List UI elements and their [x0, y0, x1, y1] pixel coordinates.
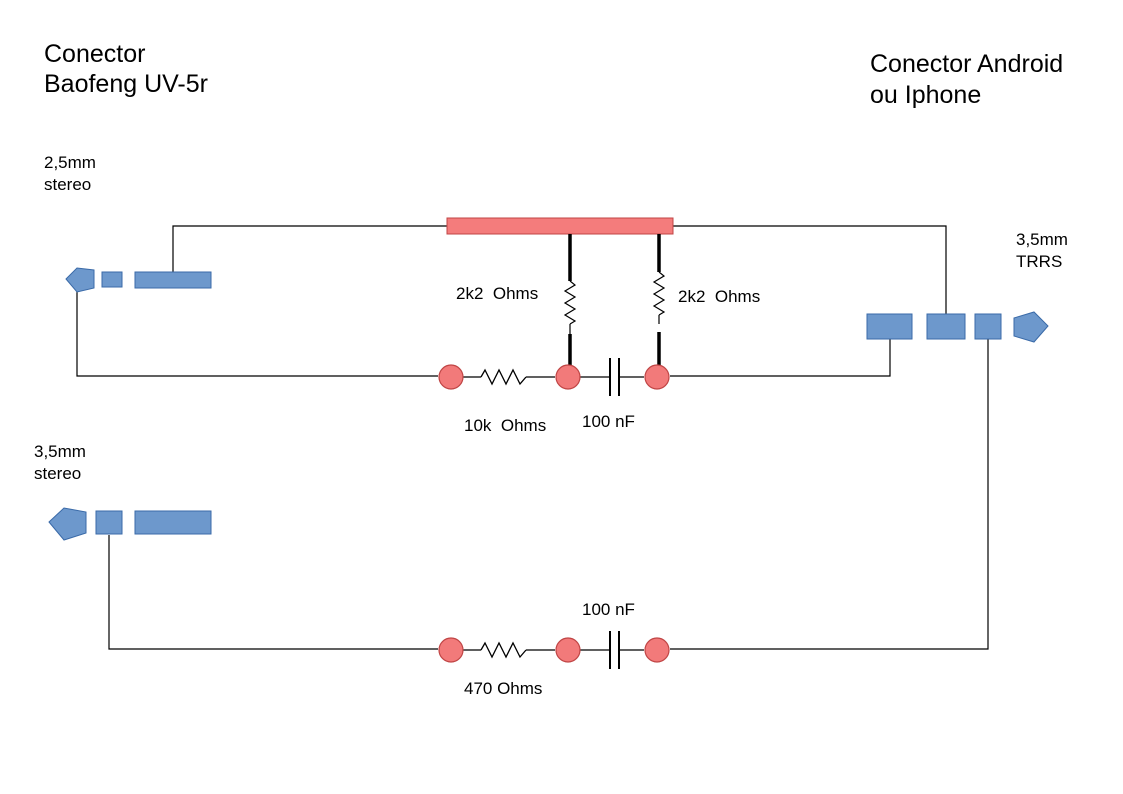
plug-35-ring — [95, 510, 123, 535]
resistor-470-label: 470 Ohms — [464, 679, 543, 698]
node-10k-left — [438, 364, 464, 390]
wire-bottom-cap-to-trrs — [670, 339, 989, 650]
plug-35mm-stereo — [48, 507, 212, 541]
capacitor-bottom — [609, 631, 620, 669]
resistor-2k2-left — [563, 234, 577, 366]
trrs-sleeve — [866, 313, 913, 340]
plug-35-tip — [48, 507, 87, 541]
plug-35-sleeve — [134, 510, 212, 535]
wires — [76, 225, 989, 651]
plug-35-label-line1: 3,5mm — [34, 442, 86, 461]
trrs-tip — [1013, 311, 1049, 343]
node-10k-right — [555, 364, 581, 390]
wire-tip-to-10k — [76, 289, 438, 377]
node-470-left — [438, 637, 464, 663]
plug-35-label-line2: stereo — [34, 464, 82, 483]
resistor-2k2-right — [652, 234, 666, 366]
resistor-2k2-left-label: 2k2 Ohms — [456, 284, 539, 303]
trrs-ring2 — [926, 313, 966, 340]
right-connector-title-line2: ou Iphone — [870, 81, 982, 109]
resistor-10k — [480, 368, 527, 386]
resistor-470 — [480, 641, 527, 659]
plug-25-label-line1: 2,5mm — [44, 153, 96, 172]
wire-top-right — [673, 225, 947, 314]
resistor-2k2-right-label: 2k2 Ohms — [678, 287, 761, 306]
node-cap-top-right — [644, 364, 670, 390]
capacitor-top-label: 100 nF — [582, 412, 635, 431]
trrs-label-line1: 3,5mm — [1016, 230, 1068, 249]
busbar — [446, 217, 674, 235]
plug-25mm-stereo — [65, 267, 212, 293]
resistor-10k-label: 10k Ohms — [464, 416, 547, 435]
node-cap-bottom-right — [644, 637, 670, 663]
capacitor-bottom-label: 100 nF — [582, 600, 635, 619]
wire-cap-to-trrs — [670, 339, 891, 377]
trrs-label-line2: TRRS — [1016, 252, 1063, 271]
plug-25-sleeve — [134, 271, 212, 289]
wire-top-left — [172, 225, 447, 273]
plug-25-tip — [65, 267, 95, 293]
left-connector-title-line2: Baofeng UV-5r — [44, 70, 208, 98]
wire-stereo-to-470 — [108, 535, 438, 650]
node-470-right — [555, 637, 581, 663]
plug-25-label-line2: stereo — [44, 175, 92, 194]
left-connector-title-line1: Conector — [44, 40, 146, 68]
trrs-ring1 — [974, 313, 1002, 340]
capacitor-top — [609, 358, 620, 396]
plug-trrs — [866, 311, 1049, 343]
right-connector-title-line1: Conector Android — [870, 50, 1064, 78]
plug-25-ring — [101, 271, 123, 288]
